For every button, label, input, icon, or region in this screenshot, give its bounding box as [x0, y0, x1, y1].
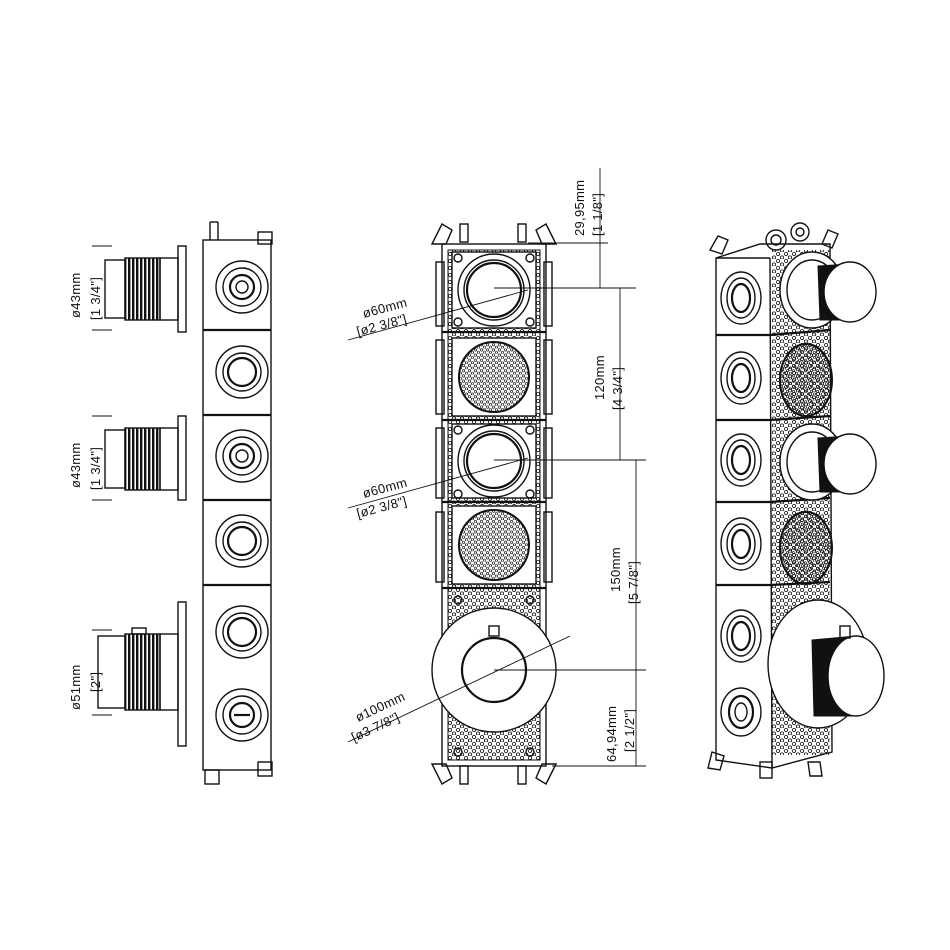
front-grille-2	[451, 505, 537, 585]
iso-side-port	[720, 517, 762, 571]
side-port	[215, 345, 269, 399]
iso-side-port	[720, 687, 762, 737]
front-view	[347, 168, 646, 785]
side-view	[92, 221, 273, 785]
iso-thermostat-knob	[767, 599, 885, 729]
dim-side-outlet-1-imperial: [1 3/4"]	[88, 277, 103, 320]
dim-front-spacing-2-imperial: [5 7/8"]	[626, 561, 641, 604]
dim-front-top-offset-imperial: [1 1/8"]	[590, 193, 605, 236]
iso-side-port	[720, 433, 762, 487]
dim-front-spacing-2-metric: 150mm	[608, 547, 623, 592]
dim-front-spacing-1-imperial: [4 3/4"]	[610, 367, 625, 410]
dim-front-bottom-offset-metric: 64,94mm	[604, 706, 619, 762]
iso-side-port	[720, 351, 762, 405]
dim-front-bottom-offset-imperial: [2 1/2"]	[622, 709, 637, 752]
side-thermostat-knob	[97, 627, 179, 711]
dim-side-outlet-2-metric: ø43mm	[68, 442, 83, 488]
side-knob	[104, 257, 179, 321]
iso-knob-2	[779, 423, 877, 501]
side-port	[215, 260, 269, 314]
front-grille-1	[451, 337, 537, 417]
dim-side-thermostat-imperial: [2"]	[88, 672, 103, 692]
side-knob	[104, 427, 179, 491]
isometric-view	[707, 222, 885, 779]
side-port	[215, 688, 269, 742]
front-plate-1	[451, 251, 537, 329]
dim-side-outlet-1-metric: ø43mm	[68, 272, 83, 318]
front-plate-2	[451, 423, 537, 499]
front-screws	[453, 253, 535, 757]
dim-side-outlet-2-imperial: [1 3/4"]	[88, 447, 103, 490]
dim-front-spacing-1-metric: 120mm	[592, 355, 607, 400]
dim-side-thermostat-metric: ø51mm	[68, 664, 83, 710]
iso-side-port	[720, 271, 762, 325]
iso-side-port	[720, 609, 762, 663]
side-port	[215, 514, 269, 568]
dim-front-top-offset-metric: 29,95mm	[572, 180, 587, 236]
side-port	[215, 429, 269, 483]
side-port	[215, 605, 269, 659]
iso-knob-1	[779, 251, 877, 329]
